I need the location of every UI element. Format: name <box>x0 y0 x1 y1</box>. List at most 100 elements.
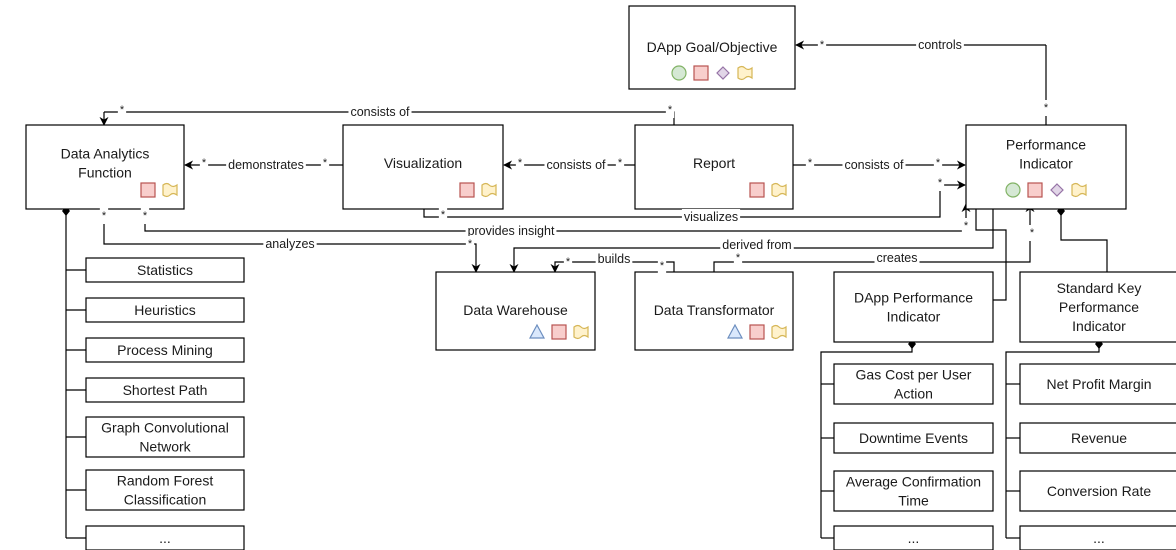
multiplicity-star: * <box>820 39 825 51</box>
class-name: Indicator <box>887 309 941 325</box>
label-consists-of-bg <box>842 157 906 173</box>
wave-icon <box>771 324 787 340</box>
multiplicity-star-bg <box>140 208 150 224</box>
class-dt: Data Transformator <box>634 271 794 351</box>
class-box-frame <box>833 271 994 343</box>
class-name: Standard Key <box>1057 280 1142 296</box>
class-name: Function <box>78 165 132 181</box>
class-name: Data Warehouse <box>463 302 568 318</box>
class-box-frame <box>25 124 185 210</box>
label-controls: controls <box>918 38 962 52</box>
item-label: Conversion Rate <box>1047 483 1151 499</box>
class-box-frame <box>435 271 596 351</box>
item-box-frame <box>833 525 994 550</box>
label-consists-of-bg <box>544 157 608 173</box>
square-icon <box>693 65 709 81</box>
square-icon <box>140 182 156 198</box>
label-consists-of: consists of <box>844 158 904 172</box>
item-box-frame <box>85 416 245 458</box>
multiplicity-star-bg <box>665 102 675 118</box>
item-label: Classification <box>124 492 206 508</box>
item-box-frame <box>85 297 245 323</box>
multiplicity-star: * <box>618 157 623 169</box>
label-builds: builds <box>598 252 631 266</box>
class-box-frame <box>965 124 1127 210</box>
multiplicity-star-bg <box>1027 225 1037 241</box>
multiplicity-star-bg <box>615 155 625 171</box>
class-box-frame <box>628 5 796 90</box>
class-box-frame <box>634 124 794 210</box>
label-visualizes: visualizes <box>684 210 738 224</box>
standard-indicator-item: Conversion Rate <box>1019 470 1176 512</box>
circle-icon <box>671 65 687 81</box>
analytics-function-item: Shortest Path <box>85 377 245 403</box>
standard-indicator-item: ... <box>1019 525 1176 550</box>
multiplicity-star: * <box>660 260 665 272</box>
multiplicity-star-bg <box>961 218 971 234</box>
item-label: Downtime Events <box>859 430 968 446</box>
item-box-frame <box>1019 525 1176 550</box>
standard-indicator-item: Net Profit Margin <box>1019 363 1176 405</box>
diamond-icon <box>1050 183 1064 197</box>
item-label: Statistics <box>137 262 193 278</box>
multiplicity-star: * <box>468 238 473 250</box>
multiplicity-star-bg <box>515 155 525 171</box>
multiplicity-star-bg <box>199 155 209 171</box>
item-label: Average Confirmation <box>846 474 981 490</box>
multiplicity-star: * <box>202 157 207 169</box>
class-name: Visualization <box>384 155 462 171</box>
multiplicity-star: * <box>808 157 813 169</box>
item-label: Gas Cost per User <box>856 367 972 383</box>
item-label: Net Profit Margin <box>1046 376 1151 392</box>
class-box-frame <box>342 124 504 210</box>
multiplicity-star: * <box>1044 102 1049 114</box>
square-icon <box>551 324 567 340</box>
standard-indicator-item: Revenue <box>1019 422 1176 454</box>
label-creates-bg <box>874 250 920 266</box>
label-analyzes: analyzes <box>265 237 314 251</box>
item-label: Process Mining <box>117 342 213 358</box>
item-label: ... <box>1093 530 1105 546</box>
item-box-frame <box>1019 470 1176 512</box>
label-visualizes-bg <box>681 209 741 225</box>
class-name: Indicator <box>1019 156 1073 172</box>
item-box-frame <box>1019 422 1176 454</box>
label-demonstrates: demonstrates <box>228 158 304 172</box>
analytics-function-item: Heuristics <box>85 297 245 323</box>
item-box-frame <box>85 525 245 550</box>
item-label: Heuristics <box>134 302 195 318</box>
class-dw: Data Warehouse <box>435 271 596 351</box>
square-icon <box>749 182 765 198</box>
multiplicity-star-bg <box>733 250 743 266</box>
multiplicity-star: * <box>518 157 523 169</box>
triangle-icon <box>528 323 546 339</box>
multiplicity-star: * <box>102 210 107 222</box>
class-box-frame <box>1019 271 1176 343</box>
label-consists-of-bg <box>348 104 412 120</box>
item-label: Shortest Path <box>123 382 208 398</box>
multiplicity-star-bg <box>563 254 573 270</box>
wave-icon <box>737 65 753 81</box>
multiplicity-star: * <box>964 220 969 232</box>
class-name: DApp Goal/Objective <box>647 39 778 55</box>
class-box-frame <box>634 271 794 351</box>
triangle-icon <box>726 323 744 339</box>
label-analyzes-bg <box>263 236 317 252</box>
item-box-frame <box>85 469 245 511</box>
item-label: Graph Convolutional <box>101 420 229 436</box>
class-name: Data Analytics <box>61 146 150 162</box>
multiplicity-star-bg <box>99 208 109 224</box>
wave-icon <box>481 182 497 198</box>
multiplicity-star: * <box>936 157 941 169</box>
class-name: Report <box>693 155 735 171</box>
multiplicity-star-bg <box>817 37 827 53</box>
circle-icon <box>1005 182 1021 198</box>
analytics-function-item: Statistics <box>85 257 245 283</box>
